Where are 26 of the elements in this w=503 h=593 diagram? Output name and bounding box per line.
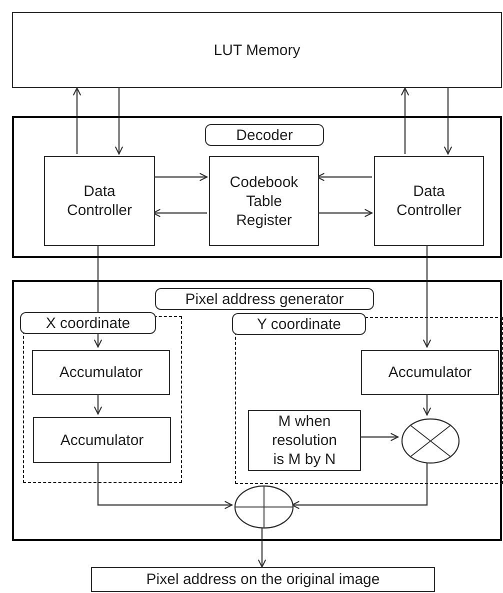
process-box: Data Controller [374, 156, 484, 246]
arrow [444, 88, 452, 155]
process-box: Data Controller [44, 156, 155, 246]
arrow [114, 88, 124, 155]
process-box: LUT Memory [12, 12, 502, 88]
adder-symbol [234, 485, 294, 529]
group-label: Decoder [205, 124, 324, 146]
arrow [422, 244, 432, 348]
group-frame [12, 116, 502, 258]
arrow [258, 527, 266, 568]
process-box: Accumulator [361, 350, 499, 395]
group-label: X coordinate [20, 312, 156, 334]
group-frame [12, 280, 502, 541]
process-box: Accumulator [32, 350, 170, 395]
process-box: Accumulator [33, 417, 171, 463]
process-box: Codebook Table Register [209, 156, 319, 246]
multiplier-symbol [401, 418, 460, 464]
arrow [400, 87, 410, 154]
arrow [291, 461, 428, 510]
process-box: Pixel address on the original image [91, 567, 435, 592]
process-box: M when resolution is M by N [248, 410, 361, 471]
arrow [72, 87, 82, 154]
group-label: Y coordinate [232, 313, 366, 335]
arrow [317, 208, 373, 218]
group-label: Pixel address generator [155, 288, 374, 310]
arrow [153, 172, 208, 182]
